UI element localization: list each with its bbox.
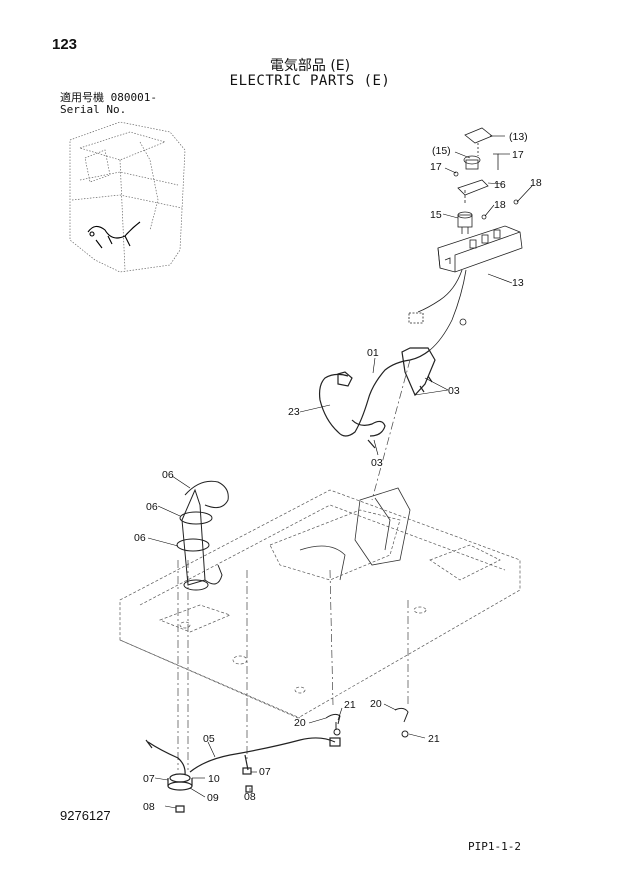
callout-03b: 03 xyxy=(371,457,383,469)
bracket-16 xyxy=(457,127,493,196)
serial-label-jp: 適用号機 080001- xyxy=(60,91,157,104)
floor-frame xyxy=(119,489,521,719)
callout-06b: 06 xyxy=(146,501,158,513)
duct-06 xyxy=(176,480,229,591)
machine-thumbnail xyxy=(69,121,186,273)
callout-18a: 18 xyxy=(530,177,542,189)
serial-label-en: Serial No. xyxy=(60,103,127,116)
callout-17a: 17 xyxy=(430,161,442,173)
callout-13a: (13) xyxy=(509,131,528,143)
callout-20b: 20 xyxy=(370,698,382,710)
leader-lines xyxy=(147,135,533,809)
sensor-20-21 xyxy=(325,707,409,738)
callout-07a: 07 xyxy=(143,773,155,785)
serial-block: 適用号機 080001- Serial No. xyxy=(60,92,157,116)
callout-16: 16 xyxy=(494,179,506,191)
callout-18b: 18 xyxy=(494,199,506,211)
callout-01: 01 xyxy=(367,347,379,359)
title-japanese: 電気部品 (E) xyxy=(269,58,351,74)
callout-06c: 06 xyxy=(134,532,146,544)
console-bracket xyxy=(299,487,411,581)
document-number: 9276127 xyxy=(60,808,111,823)
callout-13: 13 xyxy=(512,277,524,289)
callout-23: 23 xyxy=(288,406,300,418)
harness-01 xyxy=(318,347,436,449)
callout-15: 15 xyxy=(430,209,442,221)
callout-07b: 07 xyxy=(259,766,271,778)
callout-15a: (15) xyxy=(432,145,451,157)
callout-labels: (13) (15) 17 17 16 18 18 15 13 01 03 23 … xyxy=(134,131,542,813)
switch-15 xyxy=(457,190,473,234)
title-english: ELECTRIC PARTS (E) xyxy=(229,73,391,89)
callout-21b: 21 xyxy=(428,733,440,745)
callout-09: 09 xyxy=(207,792,219,804)
panel-assembly-13 xyxy=(408,225,523,351)
figure-code: PIP1-1-2 xyxy=(468,840,521,853)
callout-05: 05 xyxy=(203,733,215,745)
callout-21a: 21 xyxy=(344,699,356,711)
callout-20a: 20 xyxy=(294,717,306,729)
thumbnail-harness xyxy=(87,221,141,249)
callout-08b: 08 xyxy=(244,791,256,803)
page-number: 123 xyxy=(52,36,78,53)
harness-05 xyxy=(145,737,341,813)
callout-10: 10 xyxy=(208,773,220,785)
callout-08a: 08 xyxy=(143,801,155,813)
callout-03a: 03 xyxy=(448,385,460,397)
callout-06a: 06 xyxy=(162,469,174,481)
center-lines xyxy=(177,359,411,770)
callout-17b: 17 xyxy=(512,149,524,161)
